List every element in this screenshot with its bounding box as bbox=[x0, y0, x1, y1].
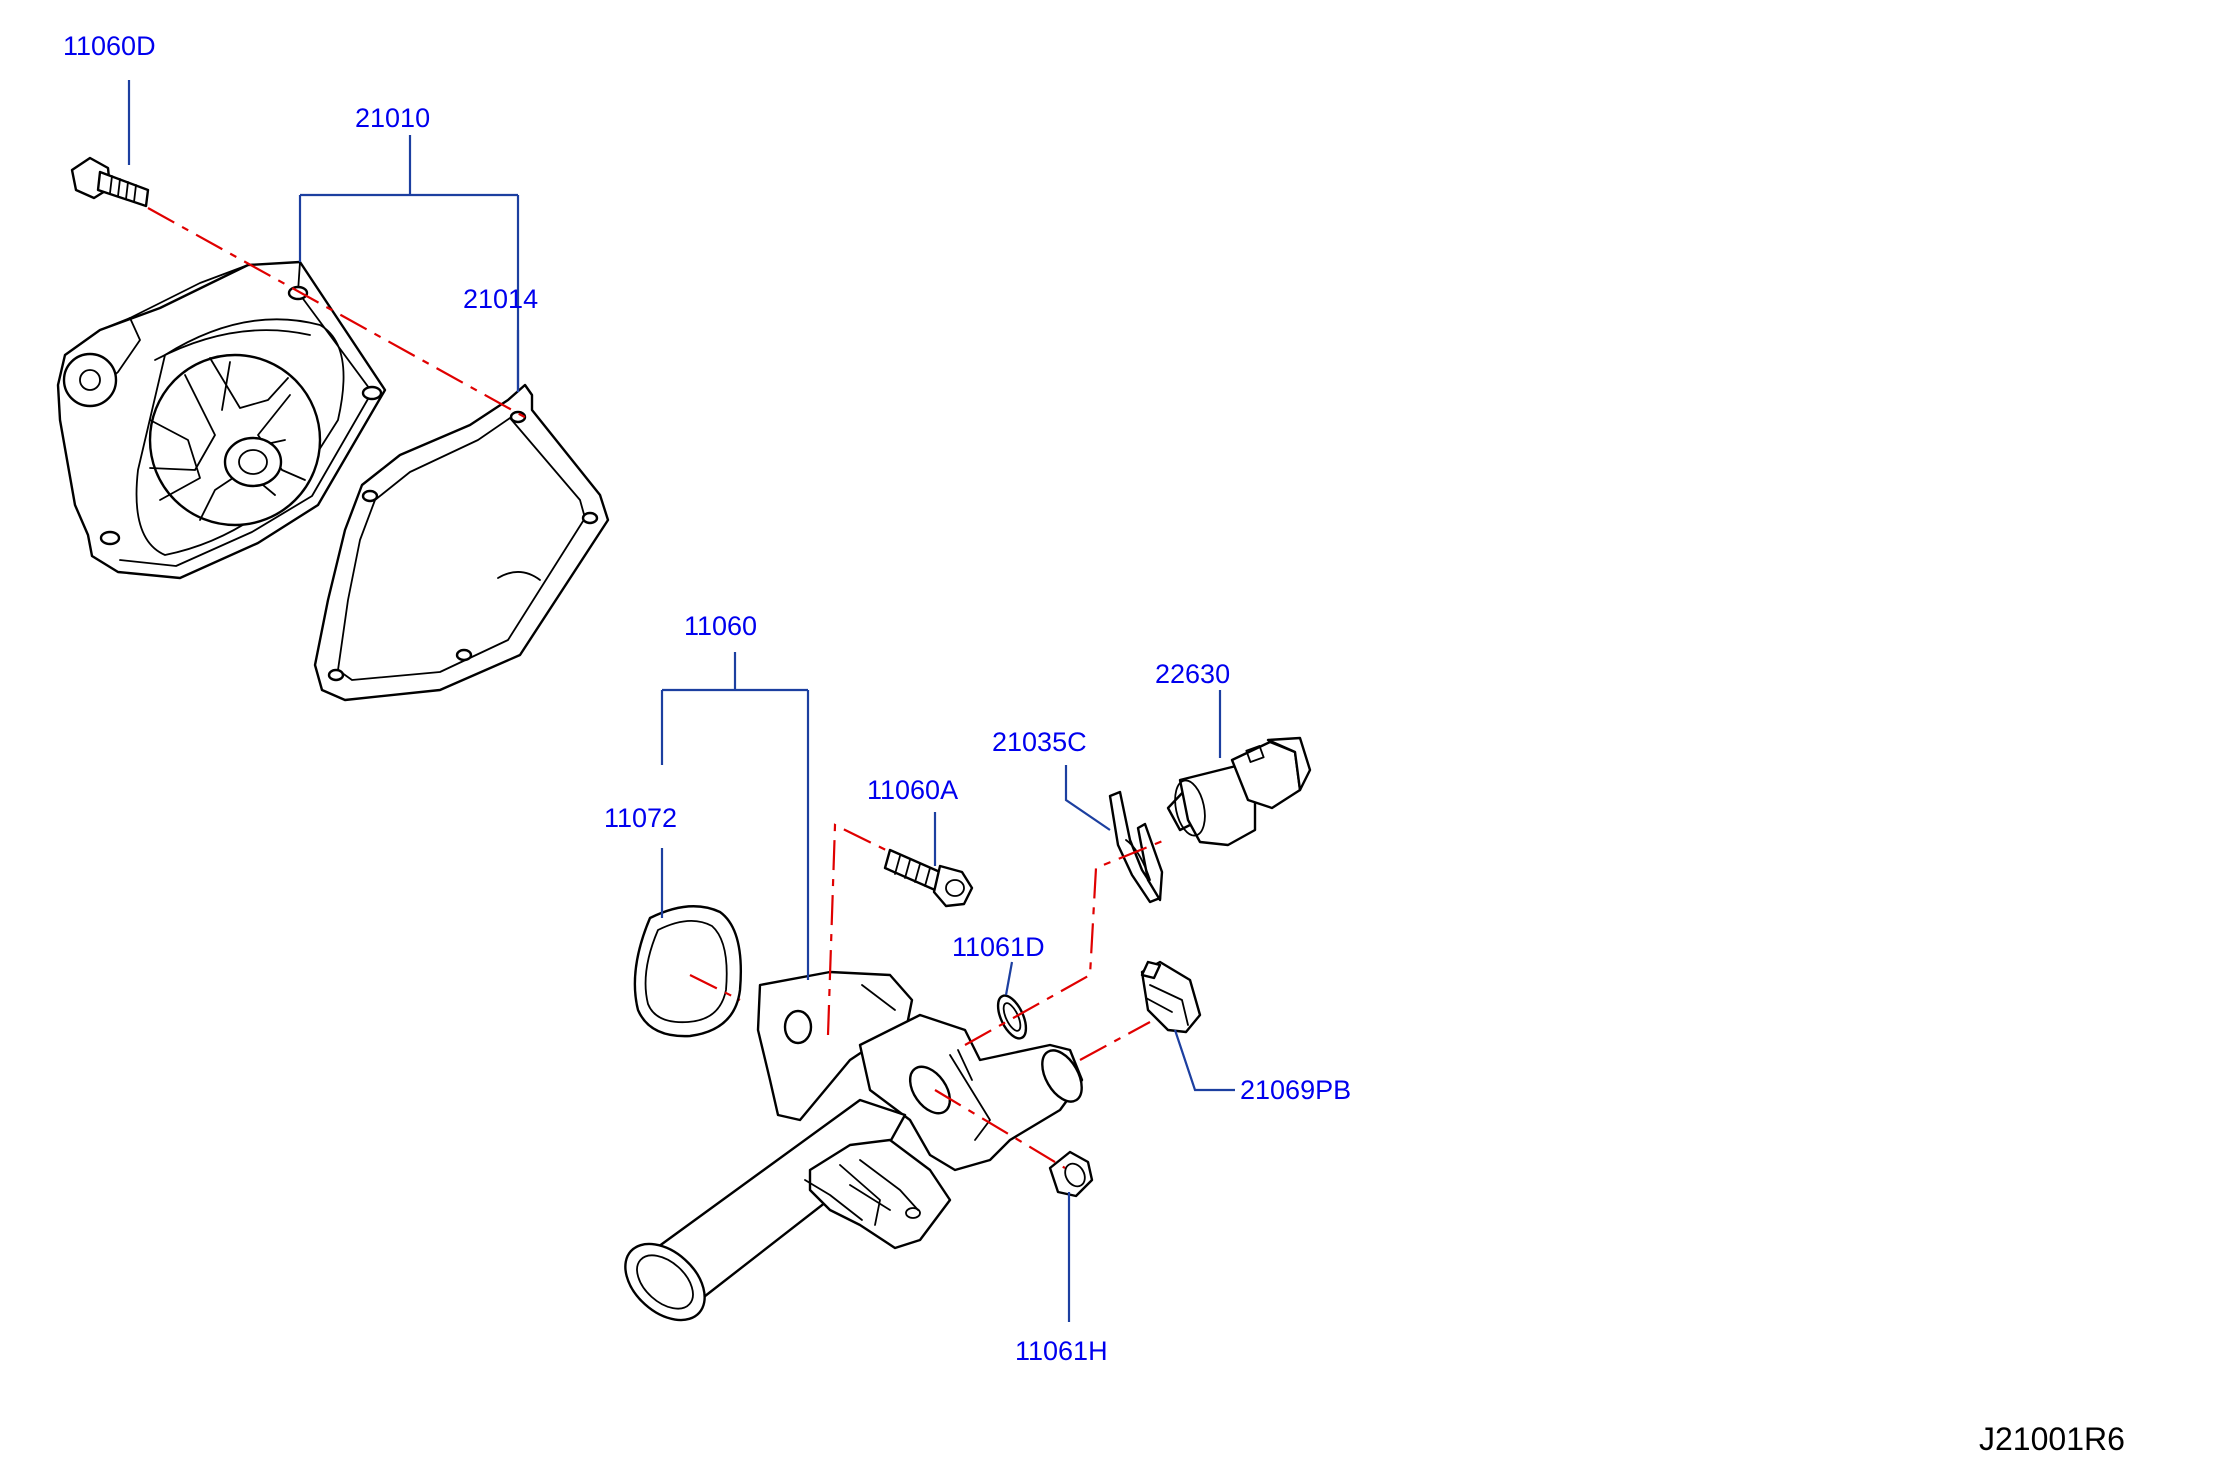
clip-21035C bbox=[1108, 790, 1164, 904]
thermostat-seal bbox=[633, 905, 742, 1038]
label-11060A: 11060A bbox=[867, 775, 958, 805]
o-ring-11061D bbox=[996, 994, 1028, 1040]
cap-11061H bbox=[1048, 1150, 1094, 1198]
temperature-sensor bbox=[1166, 736, 1312, 847]
callout-labels: 11060D 21010 21014 11060 11072 11060A 21… bbox=[63, 31, 1351, 1366]
label-11060: 11060 bbox=[684, 611, 757, 641]
clamp-21069PB bbox=[1140, 960, 1202, 1034]
label-21010: 21010 bbox=[355, 103, 430, 133]
label-21014: 21014 bbox=[463, 284, 538, 314]
diagram-code: J21001R6 bbox=[1979, 1421, 2125, 1457]
label-21035C: 21035C bbox=[992, 727, 1087, 757]
water-outlet-housing bbox=[624, 970, 1084, 1322]
bolt-11060A bbox=[883, 848, 974, 908]
water-pump bbox=[56, 260, 387, 580]
label-11072: 11072 bbox=[604, 803, 677, 833]
pump-gasket bbox=[313, 383, 610, 702]
bolt-11060D bbox=[70, 156, 150, 208]
assembly-lines bbox=[147, 207, 1166, 1169]
label-21069PB: 21069PB bbox=[1240, 1075, 1351, 1105]
label-11060D: 11060D bbox=[63, 31, 156, 61]
leader-lines bbox=[127, 80, 1235, 1322]
label-11061H: 11061H bbox=[1015, 1336, 1108, 1366]
label-22630: 22630 bbox=[1155, 659, 1230, 689]
label-11061D: 11061D bbox=[952, 932, 1045, 962]
